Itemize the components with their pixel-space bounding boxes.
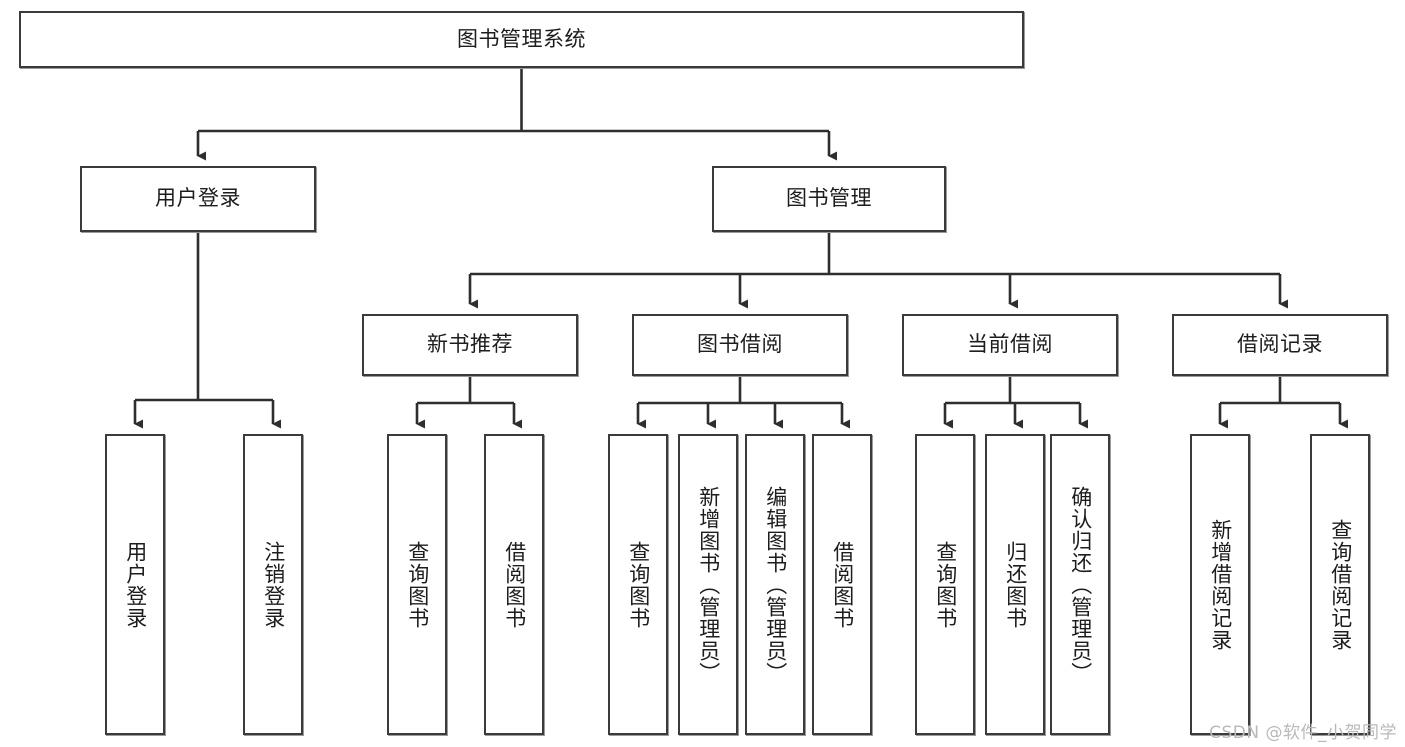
node-label: 图书管理 <box>786 186 872 211</box>
node-l3-current[interactable]: 当前借阅 <box>902 314 1118 376</box>
node-l2-user[interactable]: 用户登录 <box>80 166 316 232</box>
node-l3-new[interactable]: 新书推荐 <box>362 314 578 376</box>
node-label: 借阅记录 <box>1237 332 1323 357</box>
node-l4-user-login[interactable]: 用户登录 <box>105 434 165 735</box>
node-label: 用户登录 <box>155 186 241 211</box>
node-label: 查询图书 <box>933 540 958 629</box>
csdn-watermark: CSDN @软件_小贺同学 <box>1209 723 1397 743</box>
node-root[interactable]: 图书管理系统 <box>19 11 1024 68</box>
node-label: 注销登录 <box>261 540 286 629</box>
node-l4-rec-add[interactable]: 新增借阅记录 <box>1190 434 1250 735</box>
node-label: 确认归还（管理员） <box>1068 485 1093 684</box>
node-l2-book[interactable]: 图书管理 <box>712 166 946 232</box>
node-l4-cur-query[interactable]: 查询图书 <box>915 434 975 735</box>
node-l4-new-query[interactable]: 查询图书 <box>387 434 447 735</box>
node-l4-rec-query[interactable]: 查询借阅记录 <box>1310 434 1370 735</box>
node-label: 新书推荐 <box>427 332 513 357</box>
node-l4-user-logout[interactable]: 注销登录 <box>243 434 303 735</box>
node-label: 新增借阅记录 <box>1208 518 1233 651</box>
node-label: 查询图书 <box>626 540 651 629</box>
node-label: 图书管理系统 <box>457 26 586 51</box>
node-label: 当前借阅 <box>967 332 1053 357</box>
node-label: 新增图书（管理员） <box>696 485 721 684</box>
node-l3-borrow[interactable]: 图书借阅 <box>632 314 848 376</box>
node-l4-new-borrow[interactable]: 借阅图书 <box>484 434 544 735</box>
node-l4-bb-borrow[interactable]: 借阅图书 <box>812 434 872 735</box>
node-label: 查询图书 <box>405 540 430 629</box>
node-label: 查询借阅记录 <box>1328 518 1353 651</box>
node-label: 图书借阅 <box>697 332 783 357</box>
node-l4-cur-confirm[interactable]: 确认归还（管理员） <box>1050 434 1110 735</box>
node-label: 编辑图书（管理员） <box>763 485 788 684</box>
node-l4-bb-edit[interactable]: 编辑图书（管理员） <box>745 434 805 735</box>
node-l4-cur-return[interactable]: 归还图书 <box>985 434 1045 735</box>
node-l3-record[interactable]: 借阅记录 <box>1172 314 1388 376</box>
node-label: 借阅图书 <box>502 540 527 629</box>
node-label: 借阅图书 <box>830 540 855 629</box>
node-label: 归还图书 <box>1003 540 1028 629</box>
node-l4-bb-add[interactable]: 新增图书（管理员） <box>678 434 738 735</box>
node-label: 用户登录 <box>123 540 148 629</box>
node-l4-bb-query[interactable]: 查询图书 <box>608 434 668 735</box>
